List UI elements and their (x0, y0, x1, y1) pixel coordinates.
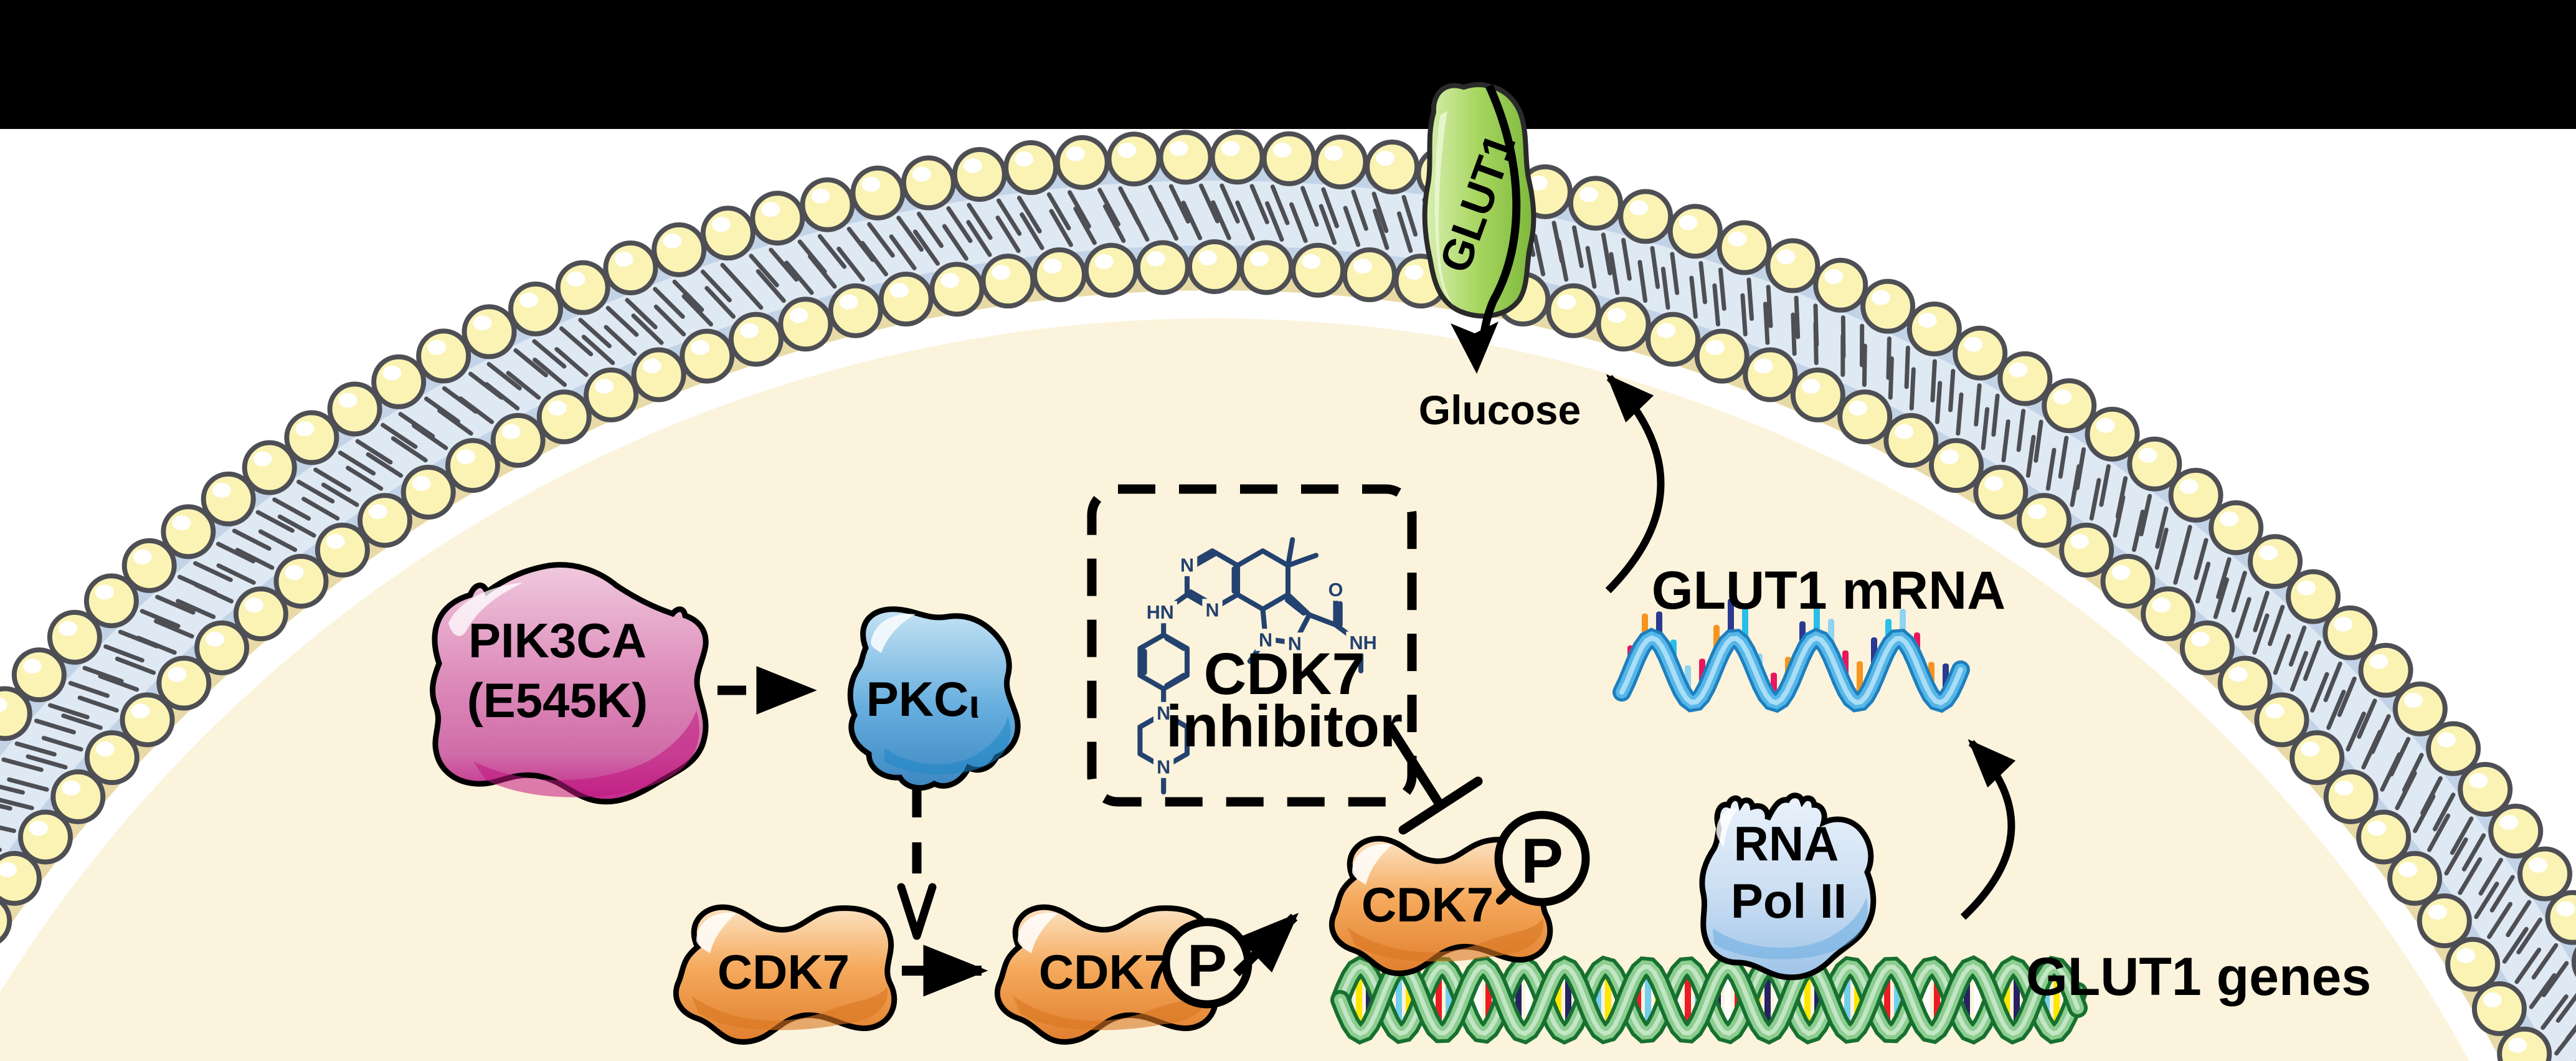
arrow-pkci-to-cdk7 (897, 786, 937, 940)
rna-pol2-blob: RNA Pol II (1699, 792, 1877, 981)
pik3ca-label-line2: (E545K) (467, 673, 648, 728)
dna-double-helix (1330, 955, 2088, 1045)
phospho-label: P (1187, 933, 1227, 999)
arrow-phospho-to-dna (1233, 913, 1299, 977)
rna-pol2-label-line1: RNA (1734, 816, 1839, 871)
arrow-genes-to-mrna (1960, 739, 2016, 920)
pik3ca-blob: PIK3CA (E545K) (430, 562, 709, 805)
top-black-bar (0, 0, 2576, 129)
inhibitor-box (1087, 484, 1417, 807)
glut1-genes-label: GLUT1 genes (2026, 947, 2371, 1007)
arrow-mrna-to-membrane (1605, 374, 1665, 594)
pkci-blob: PKCι (847, 606, 1021, 791)
pkci-label: PKCι (866, 672, 980, 726)
upper-phospho-circle: P (1494, 811, 1590, 906)
molecule-atom-nh: NH (1349, 632, 1376, 654)
lipid-beads (0, 130, 2576, 1061)
molecule-atom-n2: N (1205, 600, 1219, 621)
molecule-atom-o: O (1328, 579, 1343, 601)
cdk7-label: CDK7 (717, 944, 850, 999)
molecule-atom-n1: N (1180, 555, 1194, 576)
upper-cdk7-label: CDK7 (1361, 877, 1494, 932)
arrow-glucose-through-glut1 (1451, 84, 1521, 374)
glut1-mrna-label: GLUT1 mRNA (1652, 561, 2006, 621)
molecule-atom-pip-n2: N (1157, 757, 1170, 778)
pik3ca-label-line1: PIK3CA (468, 613, 646, 668)
cdk7-phospho-label: CDK7 (1039, 944, 1171, 999)
mrna-strand (1612, 598, 1970, 713)
inhibitor-label-line2: inhibitor (1166, 693, 1403, 759)
upper-phospho-label: P (1521, 825, 1563, 897)
inhibitor-label-line1: CDK7 (1204, 641, 1365, 707)
rna-pol2-label-line2: Pol II (1731, 873, 1847, 928)
phospho-circle: P (1162, 918, 1252, 1009)
inhibitor-molecule: N N HN N N O NH N N (1137, 537, 1381, 795)
inner-white-halo (0, 290, 2502, 1061)
molecule-atom-hn: HN (1147, 602, 1174, 623)
lipid-tails (0, 183, 2576, 1061)
glucose-label: Glucose (1419, 387, 1581, 433)
cell-membrane (0, 130, 2576, 1061)
